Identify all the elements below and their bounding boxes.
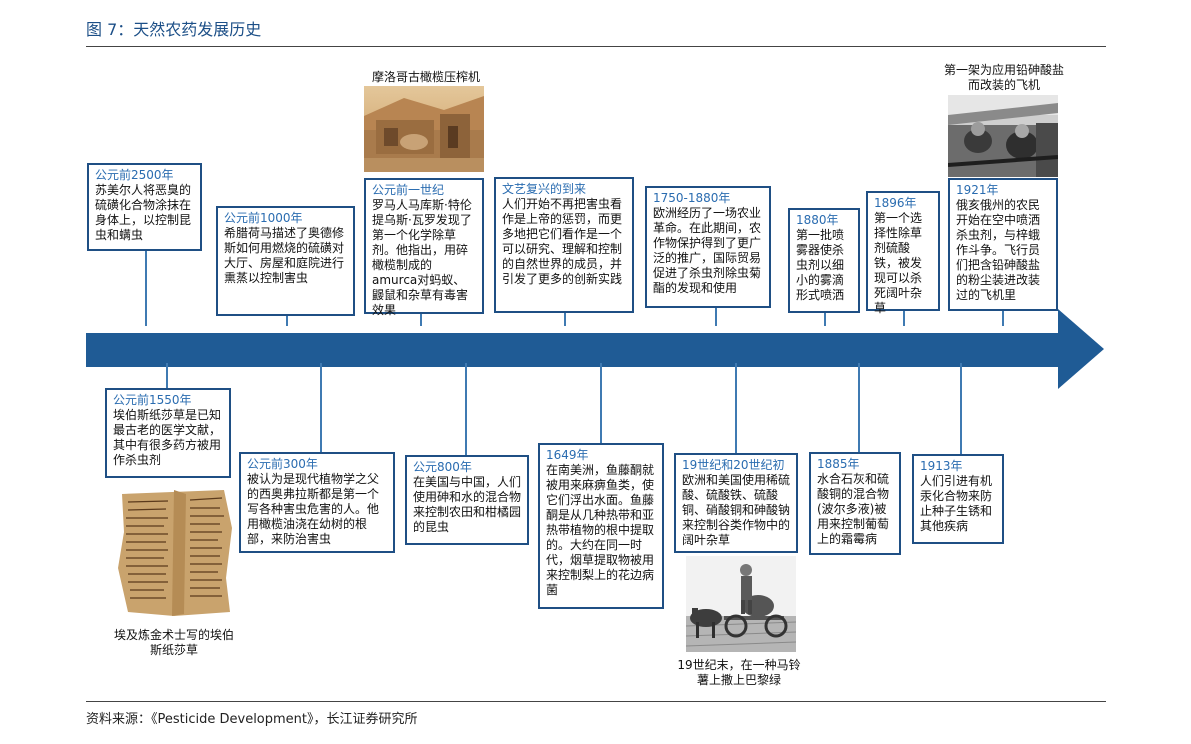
event-text: 被认为是现代植物学之父的西奥弗拉斯都是第一个写各种害虫危害的人。他用橄榄油浇在幼… <box>247 472 380 546</box>
connector <box>600 363 602 443</box>
event-date: 公元前300年 <box>247 457 318 471</box>
event-box-1000bc: 公元前1000年 希腊荷马描述了奥德修斯如何用燃烧的硫磺对大厅、房屋和庭院进行熏… <box>216 206 355 316</box>
event-date: 1885年 <box>817 457 860 471</box>
event-box-1896: 1896年 第一个选择性除草剂硫酸铁，被发现可以杀死阔叶杂草 <box>866 191 940 315</box>
event-box-2500bc: 公元前2500年 苏美尔人将恶臭的硫磺化合物涂抹在身体上，以控制昆虫和螨虫 <box>87 163 202 251</box>
connector <box>286 314 288 326</box>
airplane-caption: 第一架为应用铅砷酸盐而改装的飞机 <box>943 63 1064 92</box>
event-date: 1880年 <box>796 213 839 227</box>
event-text: 希腊荷马描述了奥德修斯如何用燃烧的硫磺对大厅、房屋和庭院进行熏蒸以控制害虫 <box>224 226 345 285</box>
event-text: 第一个选择性除草剂硫酸铁，被发现可以杀死阔叶杂草 <box>874 211 923 315</box>
horse-sprayer-photo <box>686 556 796 652</box>
event-date: 1896年 <box>874 196 917 210</box>
event-box-1913: 1913年 人们引进有机汞化合物来防止种子生锈和其他疾病 <box>912 454 1004 544</box>
event-date: 1921年 <box>956 183 999 197</box>
connector <box>824 311 826 326</box>
event-date: 1913年 <box>920 459 963 473</box>
connector <box>145 249 147 326</box>
connector <box>1002 309 1004 326</box>
event-box-300bc: 公元前300年 被认为是现代植物学之父的西奥弗拉斯都是第一个写各种害虫危害的人。… <box>239 452 395 553</box>
event-box-1885: 1885年 水合石灰和硫酸铜的混合物(波尔多液)被用来控制葡萄上的霜霉病 <box>809 452 901 555</box>
connector <box>465 363 467 455</box>
source-note: 资料来源：《Pesticide Development》，长江证券研究所 <box>86 712 418 727</box>
event-box-19th-20th-century: 19世纪和20世纪初 欧洲和美国使用稀硫酸、硫酸铁、硫酸铜、硝酸铜和砷酸钠来控制… <box>674 453 798 553</box>
connector <box>715 306 717 326</box>
figure-title: 图 7：天然农药发展历史 <box>86 20 262 39</box>
event-date: 公元前1000年 <box>224 211 303 225</box>
event-box-renaissance: 文艺复兴的到来 人们开始不再把害虫看作是上帝的惩罚，而更多地把它们看作是一个可以… <box>494 177 634 313</box>
event-text: 人们开始不再把害虫看作是上帝的惩罚，而更多地把它们看作是一个可以研究、理解和控制… <box>502 197 623 286</box>
papyrus-caption: 埃及炼金术士写的埃伯斯纸莎草 <box>113 628 234 657</box>
event-date: 文艺复兴的到来 <box>502 182 587 196</box>
airplane-photo <box>948 95 1058 177</box>
event-text: 苏美尔人将恶臭的硫磺化合物涂抹在身体上，以控制昆虫和螨虫 <box>95 183 192 242</box>
event-date: 公元前2500年 <box>95 168 174 182</box>
connector <box>903 309 905 326</box>
olive-press-caption: 摩洛哥古橄榄压榨机 <box>371 70 480 84</box>
connector <box>858 363 860 452</box>
connector <box>166 363 168 388</box>
event-date: 公元前1550年 <box>113 393 192 407</box>
connector <box>960 363 962 454</box>
event-date: 公元800年 <box>413 460 472 474</box>
event-box-1880: 1880年 第一批喷雾器使杀虫剂以细小的雾滴形式喷洒 <box>788 208 860 313</box>
event-text: 在美国与中国，人们使用砷和水的混合物来控制农田和柑橘园的昆虫 <box>413 475 522 534</box>
event-text: 欧洲和美国使用稀硫酸、硫酸铁、硫酸铜、硝酸铜和砷酸钠来控制谷类作物中的阔叶杂草 <box>682 473 791 547</box>
event-text: 罗马人马库斯·特伦提乌斯·瓦罗发现了第一个化学除草剂。他指出，用碎橄榄制成的am… <box>372 198 472 317</box>
papyrus-photo <box>114 488 236 618</box>
olive-press-photo <box>364 86 484 172</box>
event-box-1550bc: 公元前1550年 埃伯斯纸莎草是已知最古老的医学文献，其中有很多药方被用作杀虫剂 <box>105 388 231 478</box>
event-box-1649: 1649年 在南美洲，鱼藤酮就被用来麻痹鱼类，使它们浮出水面。鱼藤酮是从几种热带… <box>538 443 664 609</box>
event-date: 1750-1880年 <box>653 191 731 205</box>
event-text: 在南美洲，鱼藤酮就被用来麻痹鱼类，使它们浮出水面。鱼藤酮是从几种热带和亚热带植物… <box>546 463 655 597</box>
event-text: 第一批喷雾器使杀虫剂以细小的雾滴形式喷洒 <box>796 228 845 302</box>
event-box-1st-century-bc: 公元前一世纪 罗马人马库斯·特伦提乌斯·瓦罗发现了第一个化学除草剂。他指出，用碎… <box>364 178 484 317</box>
event-box-1750-1880: 1750-1880年 欧洲经历了一场农业革命。在此期间，农作物保护得到了更广泛的… <box>645 186 771 308</box>
bottom-rule <box>86 701 1106 702</box>
connector <box>564 311 566 326</box>
event-date: 1649年 <box>546 448 589 462</box>
timeline-arrow <box>86 309 1104 389</box>
event-date: 19世纪和20世纪初 <box>682 458 785 472</box>
event-text: 埃伯斯纸莎草是已知最古老的医学文献，其中有很多药方被用作杀虫剂 <box>113 408 222 467</box>
connector <box>320 363 322 452</box>
event-box-1921: 1921年 俄亥俄州的农民开始在空中喷洒杀虫剂，与梓蛾作斗争。飞行员们把含铅砷酸… <box>948 178 1058 311</box>
top-rule <box>86 46 1106 47</box>
event-text: 水合石灰和硫酸铜的混合物(波尔多液)被用来控制葡萄上的霜霉病 <box>817 472 890 546</box>
event-text: 人们引进有机汞化合物来防止种子生锈和其他疾病 <box>920 474 993 533</box>
horse-sprayer-caption: 19世纪末，在一种马铃薯上撒上巴黎绿 <box>677 658 801 687</box>
event-text: 俄亥俄州的农民开始在空中喷洒杀虫剂，与梓蛾作斗争。飞行员们把含铅砷酸盐的粉尘装进… <box>956 198 1041 302</box>
event-box-800ad: 公元800年 在美国与中国，人们使用砷和水的混合物来控制农田和柑橘园的昆虫 <box>405 455 529 545</box>
event-date: 公元前一世纪 <box>372 183 445 197</box>
connector <box>735 363 737 453</box>
connector <box>420 312 422 326</box>
event-text: 欧洲经历了一场农业革命。在此期间，农作物保护得到了更广泛的推广，国际贸易促进了杀… <box>653 206 762 295</box>
